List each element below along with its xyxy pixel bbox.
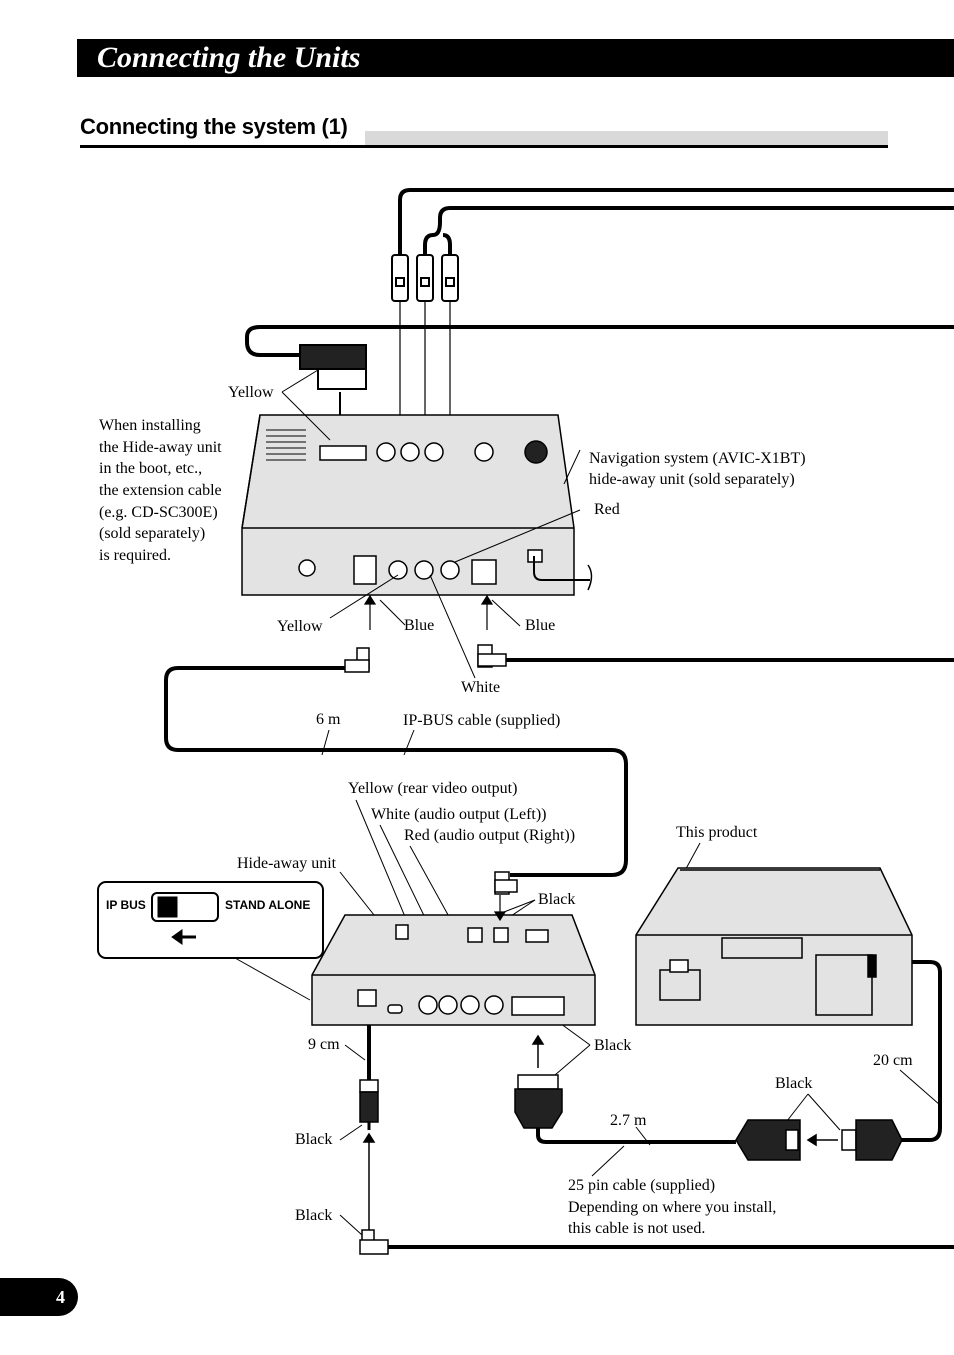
ip-bus-cable xyxy=(164,666,628,877)
page-header-title: Connecting the Units xyxy=(97,41,361,74)
switch-callout xyxy=(97,881,324,1001)
rca-cable-1 xyxy=(398,188,954,255)
label-9cm: 9 cm xyxy=(308,1036,340,1053)
ip-bus-plug-left xyxy=(344,647,370,673)
label-black-lower: Black xyxy=(295,1207,333,1224)
label-boot-note-7: is required. xyxy=(99,547,171,564)
label-20cm: 20 cm xyxy=(873,1052,913,1069)
rca-plugs-top xyxy=(391,254,459,302)
page-number-tab: 4 xyxy=(0,1278,78,1316)
label-6m: 6 m xyxy=(316,711,341,728)
label-yellow-rear: Yellow (rear video output) xyxy=(348,780,518,797)
label-boot-note-2: the Hide-away unit xyxy=(99,439,222,456)
pin25-cable xyxy=(536,1128,736,1144)
label-blue-right: Blue xyxy=(525,617,556,634)
ip-bus-plug-hideaway xyxy=(494,871,518,895)
hideaway-unit xyxy=(311,914,596,1026)
blue-plug-right xyxy=(477,644,507,668)
product-cable xyxy=(874,960,942,1142)
label-black-ipbus: Black xyxy=(538,891,576,908)
label-ip-bus-cable: IP-BUS cable (supplied) xyxy=(403,712,561,729)
label-white: White xyxy=(461,679,501,696)
label-pin25-cable-2: Depending on where you install, xyxy=(568,1199,777,1216)
navigation-unit xyxy=(241,414,590,596)
pin25-plug-hideaway xyxy=(514,1034,563,1129)
label-blue-left: Blue xyxy=(404,617,435,634)
label-yellow-bottom: Yellow xyxy=(277,618,323,635)
label-pin25-cable-3: this cable is not used. xyxy=(568,1220,706,1237)
label-boot-note-6: (sold separately) xyxy=(99,525,206,542)
switch-label-ip-bus: IP BUS xyxy=(106,898,146,912)
section-title-underline xyxy=(80,145,888,148)
label-nav-system-2: hide-away unit (sold separately) xyxy=(589,471,795,488)
label-boot-note-3: in the boot, etc., xyxy=(99,460,203,477)
label-boot-note-4: the extension cable xyxy=(99,482,222,499)
label-hideaway-unit: Hide-away unit xyxy=(237,855,337,872)
label-red: Red xyxy=(594,501,620,518)
label-nav-system-1: Navigation system (AVIC-X1BT) xyxy=(589,450,806,467)
section-title: Connecting the system (1) xyxy=(80,114,348,139)
extension-cable xyxy=(245,325,954,357)
rca-cable-2 xyxy=(423,206,954,255)
label-black-25pin: Black xyxy=(594,1037,632,1054)
page-number: 4 xyxy=(56,1287,65,1307)
pin25-connectors xyxy=(735,1119,903,1161)
label-this-product: This product xyxy=(676,824,758,841)
label-pin25-cable-1: 25 pin cable (supplied) xyxy=(568,1177,716,1194)
label-white-audio: White (audio output (Left)) xyxy=(371,806,547,823)
label-boot-note-5: (e.g. CD-SC300E) xyxy=(99,504,218,521)
label-2-7m: 2.7 m xyxy=(610,1112,647,1129)
page-header-bar: Connecting the Units xyxy=(77,39,954,77)
label-red-audio: Red (audio output (Right)) xyxy=(404,827,576,844)
black-power-plug xyxy=(359,1079,389,1255)
label-boot-note-1: When installing xyxy=(99,417,201,434)
this-product-unit xyxy=(635,867,913,1026)
label-black-plug: Black xyxy=(295,1131,333,1148)
label-black-connectors: Black xyxy=(775,1075,813,1092)
switch-label-stand-alone: STAND ALONE xyxy=(225,898,311,912)
label-yellow-top: Yellow xyxy=(228,384,274,401)
section-title-rule xyxy=(365,131,888,145)
